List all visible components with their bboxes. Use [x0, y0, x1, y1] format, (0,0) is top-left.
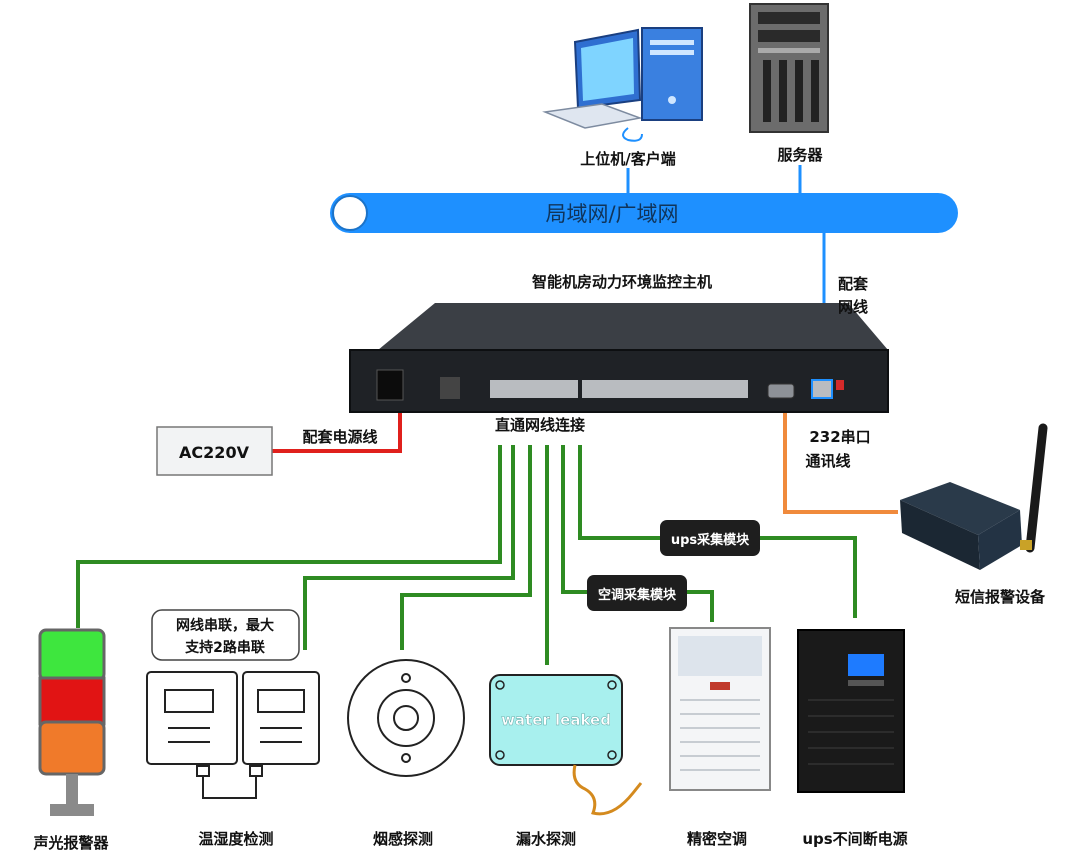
ac-module-box: 空调采集模块 — [587, 575, 687, 611]
line-alarm-light — [76, 445, 502, 628]
server-icon — [749, 3, 829, 133]
alarm-light-icon — [38, 628, 106, 816]
sms-device-label: 短信报警设备 — [955, 588, 1046, 606]
cascade-note-line-2: 支持2路串联 — [184, 639, 266, 656]
direct-link-label: 直通网线连接 — [495, 416, 585, 434]
water-leak-label: 漏水探测 — [516, 830, 576, 848]
client-computer-icon — [542, 27, 703, 142]
water-sensor-text: water leaked — [501, 711, 611, 729]
host-label: 智能机房动力环境监控主机 — [532, 273, 712, 291]
net-cable-label-1: 配套 — [838, 275, 869, 293]
cascade-note-line-1: 网线串联，最大 — [176, 617, 274, 634]
client-label: 上位机/客户端 — [580, 150, 675, 168]
smoke-label: 烟感探测 — [373, 830, 433, 848]
ac-module-label: 空调采集模块 — [598, 587, 677, 603]
serial-line-label-1: 232串口 — [809, 428, 870, 446]
precision-ac-icon — [669, 627, 771, 791]
line-smoke — [400, 445, 532, 650]
monitoring-host-unit — [349, 303, 889, 413]
ethernet-port-block — [490, 380, 748, 398]
alarm-light-label: 声光报警器 — [32, 834, 109, 852]
ups-label: ups不间断电源 — [802, 830, 907, 848]
server-label: 服务器 — [777, 146, 823, 164]
ups-module-label: ups采集模块 — [671, 532, 750, 548]
temp-humidity-sensor-icon — [146, 671, 320, 799]
smoke-detector-icon — [347, 659, 465, 777]
net-cable-label-2: 网线 — [838, 298, 868, 316]
cascade-note: 网线串联，最大 支持2路串联 — [151, 609, 300, 661]
water-leak-sensor-icon: water leaked — [489, 674, 643, 816]
network-label: 局域网/广域网 — [545, 202, 678, 226]
power-source-box — [156, 426, 273, 476]
temp-humidity-label: 温湿度检测 — [198, 830, 273, 848]
sms-alarm-device-icon — [900, 423, 1048, 570]
serial-cable-line — [783, 394, 898, 514]
ups-module-box: ups采集模块 — [660, 520, 760, 556]
precision-ac-label: 精密空调 — [687, 830, 747, 848]
ups-icon — [797, 629, 905, 793]
line-temp-humidity — [303, 445, 515, 650]
power-cable-label: 配套电源线 — [302, 428, 377, 446]
serial-line-label-2: 通讯线 — [805, 452, 850, 470]
power-source-label: AC220V — [179, 443, 250, 462]
network-bar: 局域网/广域网 — [330, 193, 958, 233]
